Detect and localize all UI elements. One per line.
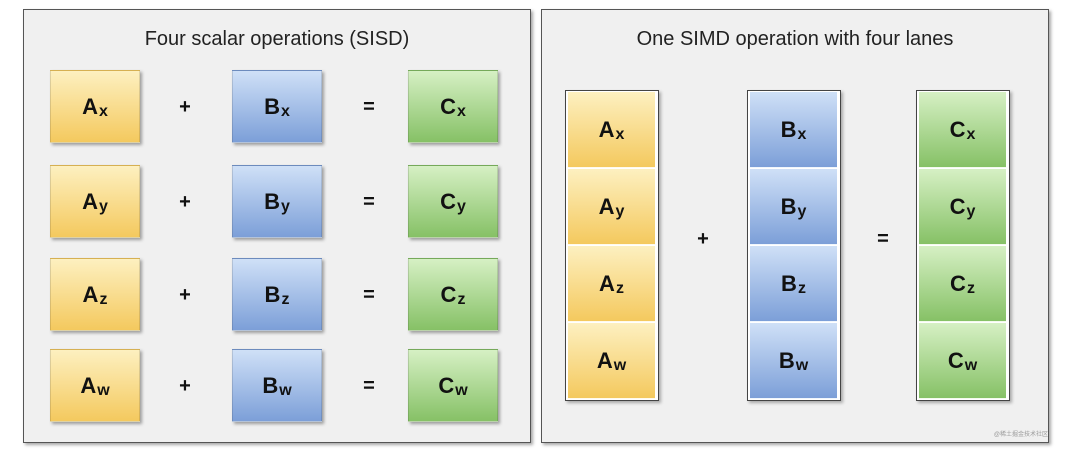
equals-sign: = [877,228,889,250]
plus-sign: + [179,191,191,213]
lane-c-x-letter: C [949,116,966,142]
lane-c-y-letter: C [949,193,966,219]
lane-b-x-letter: B [780,116,797,142]
lane-b-x-subscript: x [797,125,807,143]
lane-b-z-letter: B [781,270,797,296]
simd-panel-title: One SIMD operation with four lanes [636,28,954,50]
plus-sign: + [179,284,191,306]
lane-a-w-subscript: w [613,356,627,374]
lane-b-y-letter: B [780,193,797,219]
lane-a-x-subscript: x [615,125,625,143]
scalar-b-w-letter: B [262,372,279,398]
sisd-panel-title: Four scalar operations (SISD) [144,28,410,50]
scalar-b-z-letter: B [264,281,281,307]
scalar-b-x-subscript: x [280,102,290,120]
scalar-b-y-letter: B [264,188,280,214]
lane-c-z-subscript: z [966,279,975,297]
scalar-a-w-letter: A [80,372,97,398]
equals-sign: = [363,191,375,213]
lane-b-z-subscript: z [797,279,806,297]
scalar-c-w-letter: C [438,372,455,398]
scalar-b-y-subscript: y [280,197,290,215]
lane-b-w-subscript: w [795,356,809,374]
lane-c-z-letter: C [950,270,966,296]
scalar-b-z-subscript: z [281,290,290,308]
lane-a-y-subscript: y [615,202,625,220]
scalar-a-w-subscript: w [97,381,110,399]
scalar-c-y-subscript: y [456,197,466,215]
scalar-a-z-subscript: z [99,290,108,308]
lane-c-w-subscript: w [964,356,978,374]
lane-a-z-letter: A [599,270,615,296]
lane-a-y-letter: A [598,193,615,219]
plus-sign: + [697,228,709,250]
equals-sign: = [363,284,375,306]
lane-c-y-subscript: y [966,202,976,220]
scalar-c-x-subscript: x [456,102,466,120]
lane-c-x-subscript: x [966,125,976,143]
scalar-b-w-subscript: w [279,381,292,399]
scalar-c-z-subscript: z [457,290,466,308]
equals-sign: = [363,96,375,118]
scalar-c-w-subscript: w [455,381,468,399]
scalar-a-y-subscript: y [98,197,108,215]
scalar-c-y-letter: C [440,188,456,214]
lane-a-w-letter: A [596,347,613,373]
scalar-b-x-letter: B [264,93,280,119]
lane-a-x-letter: A [598,116,615,142]
scalar-c-z-letter: C [440,281,457,307]
scalar-a-x-subscript: x [98,102,108,120]
scalar-c-x-letter: C [440,93,456,119]
plus-sign: + [179,96,191,118]
watermark: @稀土掘金技术社区 [993,432,1048,438]
plus-sign: + [179,375,191,397]
lane-a-z-subscript: z [615,279,624,297]
scalar-a-y-letter: A [82,188,98,214]
lane-b-y-subscript: y [797,202,807,220]
equals-sign: = [363,375,375,397]
lane-b-w-letter: B [778,347,795,373]
scalar-a-x-letter: A [82,93,98,119]
lane-c-w-letter: C [947,347,964,373]
scalar-a-z-letter: A [82,281,99,307]
